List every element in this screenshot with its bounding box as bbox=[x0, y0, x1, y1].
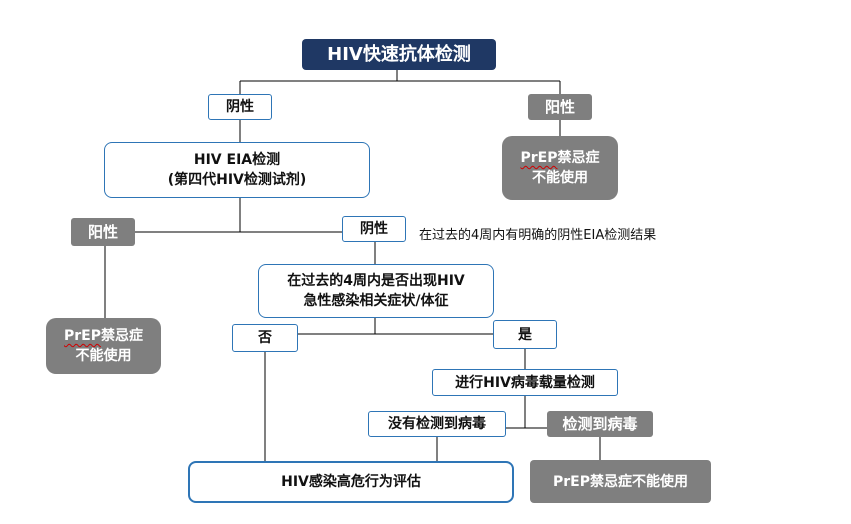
prep-contraindication-line1: PrEP禁忌症 bbox=[521, 148, 600, 168]
prep-contraindication-box-2: PrEP禁忌症 不能使用 bbox=[46, 318, 161, 374]
virus-detected-label: 检测到病毒 bbox=[547, 411, 653, 437]
negative-eia-note: 在过去的4周内有明确的阴性EIA检测结果 bbox=[419, 228, 657, 243]
prep-word: PrEP bbox=[64, 328, 101, 344]
no-label: 否 bbox=[232, 324, 298, 352]
negative-label: 阴性 bbox=[208, 94, 272, 120]
prep-contraindication-final: PrEP禁忌症不能使用 bbox=[530, 460, 711, 503]
eia-test-line2: (第四代HIV检测试剂) bbox=[167, 172, 307, 188]
acute-symptoms-question: 在过去的4周内是否出现HIV 急性感染相关症状/体征 bbox=[258, 264, 494, 318]
risk-assessment-box: HIV感染高危行为评估 bbox=[188, 461, 514, 503]
eia-positive-label: 阳性 bbox=[71, 218, 135, 246]
question-line2: 急性感染相关症状/体征 bbox=[303, 293, 449, 309]
prep-contraindication-box-1: PrEP禁忌症 不能使用 bbox=[502, 136, 618, 200]
page-title: HIV快速抗体检测 bbox=[302, 39, 496, 70]
prep-contraindication-line2: 不能使用 bbox=[75, 348, 132, 364]
prep-contraindication-line2: 不能使用 bbox=[532, 170, 588, 186]
virus-not-detected-box: 没有检测到病毒 bbox=[368, 411, 506, 437]
contraindication-word: 禁忌症 bbox=[101, 328, 143, 344]
eia-test-box: HIV EIA检测 (第四代HIV检测试剂) bbox=[104, 142, 370, 198]
positive-label: 阳性 bbox=[528, 94, 592, 120]
contraindication-word: 禁忌症 bbox=[557, 150, 600, 166]
viral-load-test-box: 进行HIV病毒载量检测 bbox=[432, 369, 618, 396]
prep-contraindication-line1: PrEP禁忌症 bbox=[64, 326, 143, 346]
prep-word: PrEP bbox=[520, 150, 558, 166]
eia-negative-label: 阴性 bbox=[342, 216, 406, 242]
question-line1: 在过去的4周内是否出现HIV bbox=[287, 273, 465, 289]
yes-label: 是 bbox=[493, 320, 557, 349]
eia-test-line1: HIV EIA检测 bbox=[193, 152, 281, 168]
